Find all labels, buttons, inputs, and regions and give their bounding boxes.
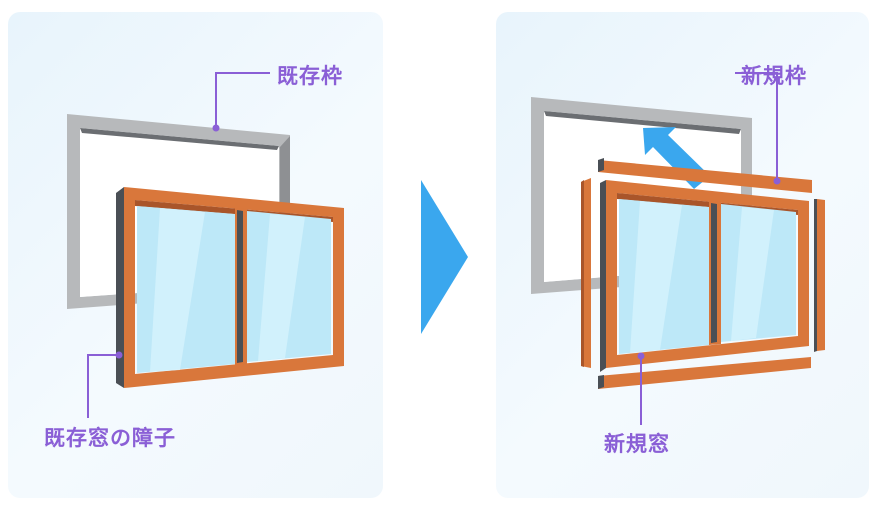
new-frame-left-member — [581, 178, 591, 368]
new-frame-top-member — [598, 158, 812, 193]
existing-frame-label: 既存枠 — [277, 64, 343, 88]
new-window — [600, 180, 809, 372]
existing-sash-label: 既存窓の障子 — [44, 426, 176, 450]
leader-new-frame — [735, 72, 781, 185]
leader-existing-sash — [87, 351, 123, 418]
existing-sash — [116, 187, 344, 388]
new-frame-label: 新規枠 — [741, 64, 807, 88]
leader-new-window — [637, 352, 645, 425]
leader-existing-frame — [212, 72, 270, 132]
triangle-right-icon — [421, 180, 468, 334]
new-frame-right-member — [814, 199, 825, 352]
new-window-label: 新規窓 — [604, 432, 670, 456]
new-frame-bottom-member — [598, 357, 811, 389]
